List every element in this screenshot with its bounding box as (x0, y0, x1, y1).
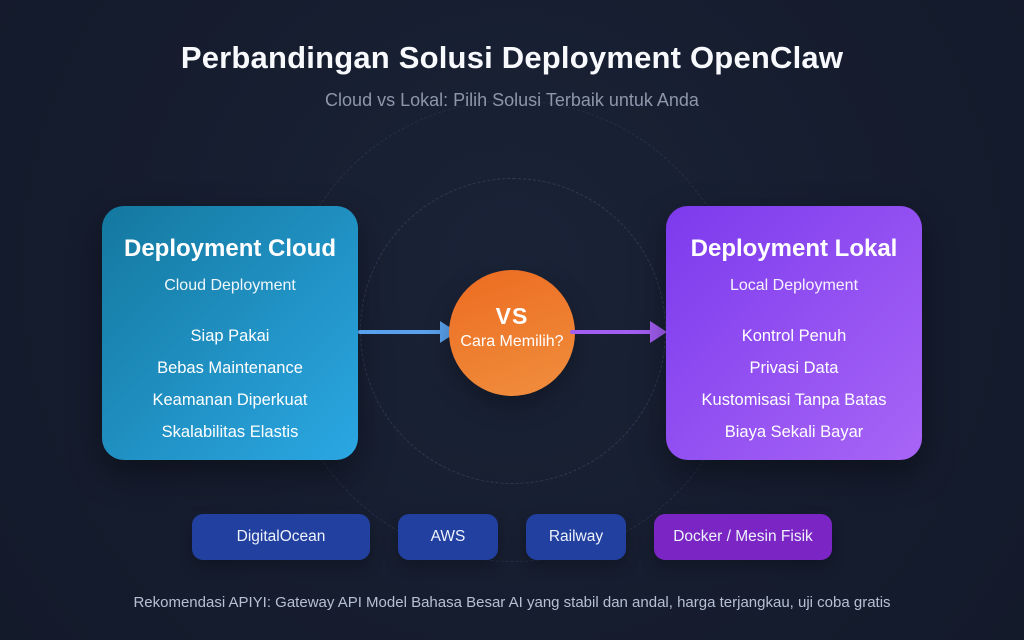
cloud-feature-item: Keamanan Diperkuat (152, 391, 308, 409)
chip-aws[interactable]: AWS (398, 514, 498, 560)
chip-docker-mesin-fisik[interactable]: Docker / Mesin Fisik (654, 514, 832, 560)
local-deployment-card: Deployment Lokal Local Deployment Kontro… (666, 206, 922, 460)
arrow-cloud-to-vs-line (358, 330, 442, 334)
cloud-deployment-card: Deployment Cloud Cloud Deployment Siap P… (102, 206, 358, 460)
local-card-title: Deployment Lokal (690, 235, 898, 262)
footer-note: Rekomendasi APIYI: Gateway API Model Bah… (133, 594, 891, 611)
cloud-feature-item: Bebas Maintenance (157, 359, 303, 377)
cloud-feature-item: Siap Pakai (190, 327, 270, 345)
vs-label: VS (495, 303, 529, 329)
chip-railway[interactable]: Railway (526, 514, 626, 560)
local-feature-item: Kustomisasi Tanpa Batas (701, 391, 887, 409)
local-feature-item: Privasi Data (749, 359, 839, 377)
local-feature-item: Biaya Sekali Bayar (724, 423, 864, 441)
arrow-vs-to-local-line (570, 330, 652, 334)
cloud-feature-item: Skalabilitas Elastis (161, 423, 299, 441)
cloud-card-title: Deployment Cloud (123, 235, 336, 262)
arrow-vs-to-local-head (650, 321, 667, 343)
provider-chip-row: DigitalOcean AWS Railway Docker / Mesin … (192, 514, 832, 560)
cloud-feature-list: Siap Pakai Bebas Maintenance Keamanan Di… (102, 320, 358, 448)
local-card-subtitle: Local Deployment (729, 277, 859, 294)
local-feature-list: Kontrol Penuh Privasi Data Kustomisasi T… (666, 320, 922, 448)
vs-circle: VS Cara Memilih? (449, 270, 575, 396)
vs-question: Cara Memilih? (460, 333, 564, 350)
chip-digitalocean[interactable]: DigitalOcean (192, 514, 370, 560)
page-subtitle: Cloud vs Lokal: Pilih Solusi Terbaik unt… (325, 90, 699, 110)
local-feature-item: Kontrol Penuh (741, 327, 847, 345)
cloud-card-subtitle: Cloud Deployment (164, 277, 296, 294)
page-title: Perbandingan Solusi Deployment OpenClaw (180, 40, 844, 75)
